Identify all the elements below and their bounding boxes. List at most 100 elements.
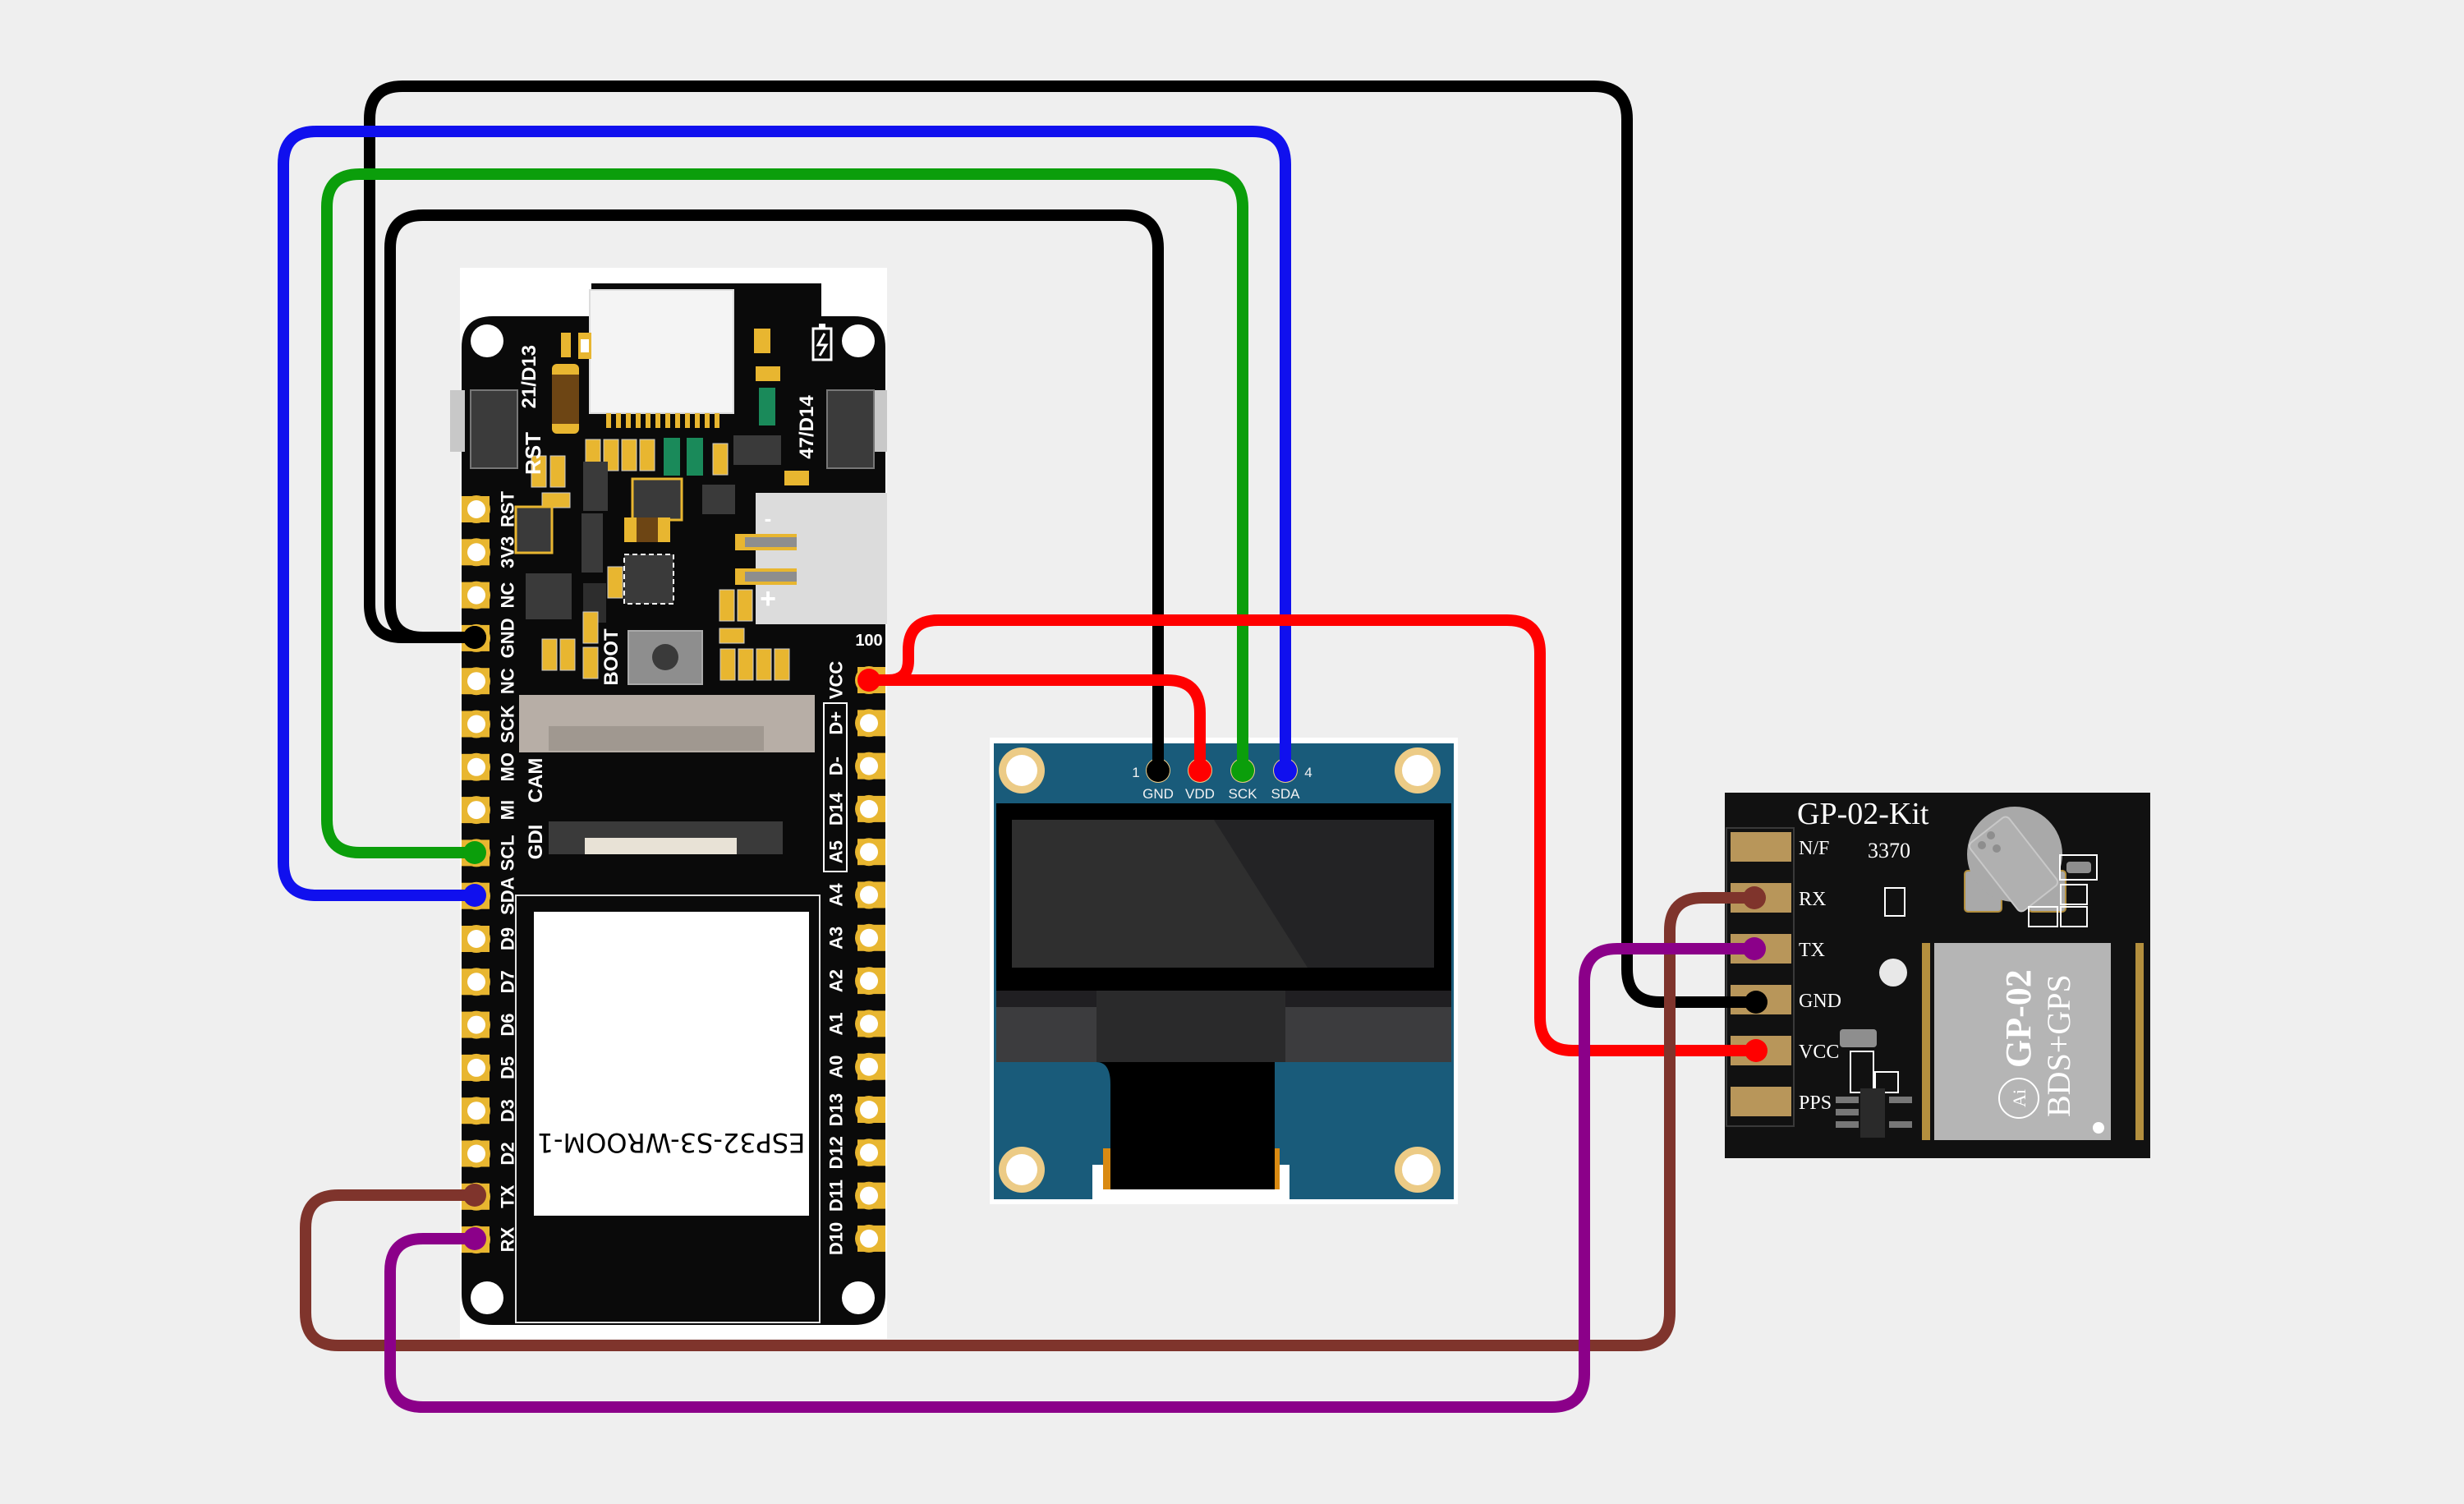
esp32-pin-right-d13[interactable]: D13 — [826, 1093, 886, 1126]
d14-button[interactable] — [826, 389, 875, 469]
wire-tx[interactable] — [300, 886, 1766, 1351]
wire-endpoint[interactable] — [463, 1184, 486, 1207]
pin-hole — [860, 1057, 878, 1076]
esp32-pin-left-d7[interactable]: D7 — [462, 968, 518, 996]
esp32-pin-left-nc[interactable]: NC — [462, 581, 518, 609]
gps-module[interactable]: GP-02-Kit 3370 — [1725, 793, 2150, 1158]
wire-endpoint[interactable] — [1147, 759, 1170, 782]
oled-pin-index-first: 1 — [1132, 765, 1139, 780]
esp32-pin-left-d9[interactable]: D9 — [462, 925, 518, 953]
chip-logo-text: Ai — [2009, 1089, 2030, 1107]
mount-hole — [842, 324, 875, 357]
wire-endpoint[interactable] — [463, 841, 486, 864]
esp32-pin-right-dplus[interactable]: D+ — [826, 709, 886, 738]
wire-endpoint[interactable] — [1743, 886, 1766, 909]
esp32-pin-right-d12[interactable]: D12 — [826, 1136, 886, 1169]
wire-path[interactable] — [863, 614, 1762, 1056]
esp32-module-can — [534, 912, 809, 1216]
wire-gnd-gps[interactable] — [364, 80, 1768, 1014]
pin-label: A5 — [826, 840, 847, 863]
esp32-pin-right-a3[interactable]: A3 — [826, 923, 886, 952]
pin-label: RX — [1799, 889, 1826, 910]
pin-label: D5 — [498, 1056, 518, 1079]
gps-pad-outline — [1726, 827, 1795, 1127]
cam-connector-slot — [549, 726, 764, 751]
esp32-pin-left-mi[interactable]: MI — [462, 796, 518, 825]
wire-endpoint[interactable] — [463, 626, 486, 649]
wire-path[interactable] — [384, 209, 1164, 776]
esp32-pin-right-a4[interactable]: A4 — [826, 881, 886, 909]
wire-path[interactable] — [364, 80, 1762, 1008]
esp32-pin-right-a0[interactable]: A0 — [826, 1052, 886, 1081]
pin-hole — [467, 543, 485, 562]
wire-rx[interactable] — [384, 937, 1766, 1413]
pin-label: VCC — [826, 661, 847, 700]
esp32-pin-right-d10[interactable]: D10 — [826, 1222, 886, 1255]
esp32-pin-right-a5[interactable]: A5 — [826, 838, 886, 867]
esp32-pin-left-d5[interactable]: D5 — [462, 1053, 518, 1082]
pin-label: A3 — [826, 927, 847, 950]
esp32-pin-right-a2[interactable]: A2 — [826, 967, 886, 996]
esp32-pin-right-d[interactable]: D- — [826, 752, 886, 780]
pin-hole — [860, 1229, 878, 1248]
esp32-pin-left-rst[interactable]: RST — [462, 490, 518, 527]
esp32-pin-left-d2[interactable]: D2 — [462, 1139, 518, 1168]
pin-label: N/F — [1799, 838, 1829, 859]
pin-pad — [1731, 832, 1791, 862]
esp32-pin-left-mo[interactable]: MO — [462, 752, 518, 782]
pin-label: SDA — [1271, 786, 1301, 802]
wire-endpoint[interactable] — [463, 1227, 486, 1250]
wire-path[interactable] — [300, 892, 1760, 1351]
wire-endpoint[interactable] — [1745, 1039, 1768, 1062]
pin-label: D- — [826, 757, 847, 775]
label-47-d14: 47/D14 — [796, 395, 818, 459]
pin-hole — [860, 885, 878, 904]
wire-endpoint[interactable] — [1274, 759, 1297, 782]
wire-endpoint[interactable] — [1231, 759, 1254, 782]
smd-components — [514, 329, 809, 681]
wire-path[interactable] — [278, 126, 1291, 901]
chip-description: BDS+GPS — [2040, 974, 2077, 1117]
esp32-pin-left-nc[interactable]: NC — [462, 667, 518, 696]
esp32-pin-right-d14[interactable]: D14 — [826, 792, 886, 826]
esp32-board[interactable]: - + ESP32-S3-WROOM-1 21/D13 RST 47/D14 B… — [450, 268, 887, 1339]
pin-label: VCC — [1799, 1042, 1839, 1063]
wire-endpoint[interactable] — [1188, 759, 1211, 782]
gps-pin-n-f[interactable]: N/F — [1731, 832, 1829, 862]
wire-path[interactable] — [863, 674, 1206, 776]
esp32-pin-left-d6[interactable]: D6 — [462, 1010, 518, 1039]
esp32-pin-right-a1[interactable]: A1 — [826, 1010, 886, 1038]
gps-smd-components — [1836, 854, 2098, 1138]
usb-c-port[interactable] — [589, 289, 734, 414]
pin-label: GND — [1142, 786, 1174, 802]
esp32-pin-right-d11[interactable]: D11 — [826, 1180, 886, 1212]
pin-label: 3V3 — [498, 536, 518, 568]
module-label: ESP32-S3-WROOM-1 — [537, 1127, 806, 1158]
side-button-right-cap — [872, 390, 887, 452]
wire-endpoint[interactable] — [463, 884, 486, 907]
pin-label: D11 — [826, 1180, 847, 1212]
wire-endpoint[interactable] — [1745, 991, 1768, 1014]
pin-label: D14 — [826, 792, 847, 826]
side-button-left-cap — [450, 390, 465, 452]
esp32-pin-left-sck[interactable]: SCK — [462, 705, 518, 743]
wire-vcc-gps[interactable] — [863, 614, 1768, 1062]
pin-hole — [860, 714, 878, 733]
wire-sda[interactable] — [278, 126, 1297, 907]
pin-hole — [467, 1058, 485, 1077]
wire-path[interactable] — [384, 943, 1760, 1413]
gps-pin-pps[interactable]: PPS — [1731, 1087, 1832, 1116]
wire-endpoint[interactable] — [1743, 937, 1766, 960]
wire-path[interactable] — [321, 168, 1248, 858]
pin-label: NC — [498, 668, 518, 694]
esp32-pin-left-3v3[interactable]: 3V3 — [462, 536, 518, 568]
battery-plus-label: + — [760, 583, 776, 614]
wire-scl[interactable] — [321, 168, 1254, 864]
esp32-pin-left-d3[interactable]: D3 — [462, 1097, 518, 1125]
label-21-d13: 21/D13 — [518, 345, 540, 408]
pin-label: A2 — [826, 969, 847, 992]
pin-hole — [467, 801, 485, 820]
rst-button[interactable] — [470, 389, 518, 469]
